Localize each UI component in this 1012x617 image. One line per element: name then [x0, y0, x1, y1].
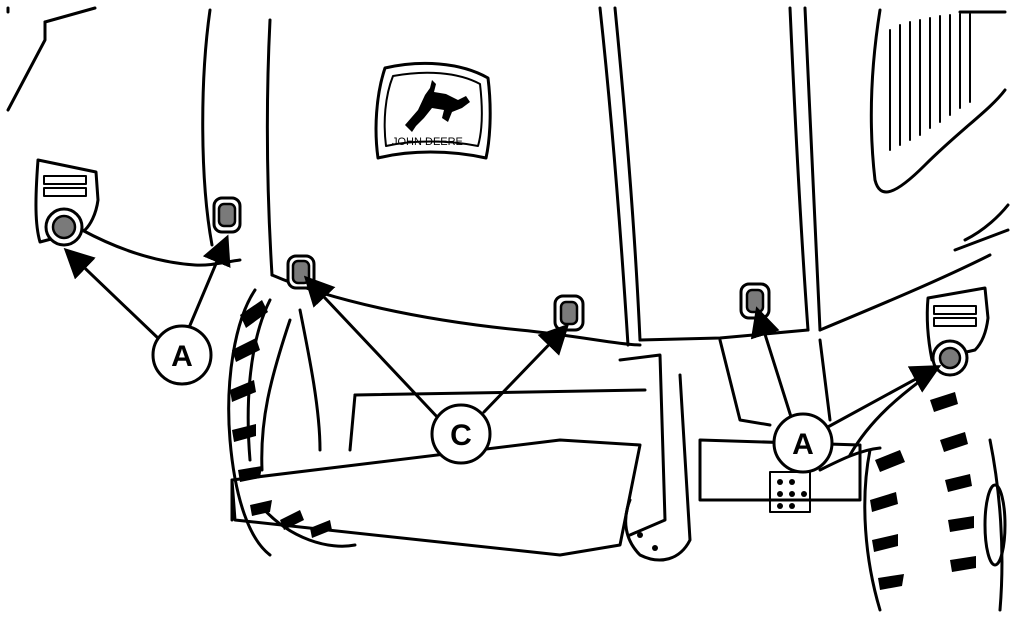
right-tire — [863, 392, 1007, 612]
marker-lamps — [212, 196, 771, 332]
callout-label: A — [792, 428, 814, 461]
cab-body — [869, 8, 1010, 252]
callout-arrows — [63, 234, 942, 430]
right-warning-lamp — [848, 286, 990, 457]
john-deere-logo: JOHN DEERE — [374, 61, 492, 160]
left-warning-lamp — [34, 158, 242, 267]
lower-frame — [230, 308, 882, 562]
callout-a-right: A — [772, 412, 834, 474]
logo-text: JOHN DEERE — [392, 136, 463, 148]
callout-a-left: A — [151, 324, 213, 386]
left-tire — [227, 288, 357, 557]
upper-left-frame — [6, 6, 97, 112]
callout-c-center: C — [430, 403, 492, 465]
callout-label: A — [171, 340, 193, 373]
deer-icon — [405, 80, 470, 132]
callout-label: C — [450, 419, 472, 452]
